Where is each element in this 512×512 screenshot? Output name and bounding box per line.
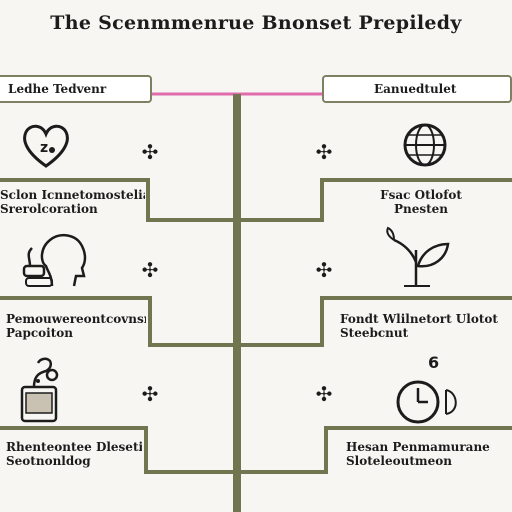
right-header-label: Eanuedtulet xyxy=(374,82,457,96)
plus-icon: ✣ xyxy=(315,382,333,406)
left-header-box: Ledhe Tedvenr xyxy=(0,75,152,103)
left-bracket-2 xyxy=(0,296,237,347)
coffee-maker-icon xyxy=(20,357,59,423)
right-header-box: Eanuedtulet xyxy=(322,75,512,103)
globe-icon xyxy=(403,123,447,167)
left-item-1-label: Sclon Icnnetomosteliagn Srerolcoration xyxy=(0,188,145,216)
right-item-1-label: Fsac Otlofot Pnesten xyxy=(380,188,462,216)
svg-text:6: 6 xyxy=(428,353,439,372)
heart-sleep-icon: z xyxy=(23,124,69,168)
left-bracket-3 xyxy=(0,426,237,474)
plant-sprout-icon xyxy=(386,226,450,287)
plus-icon: ✣ xyxy=(141,140,159,164)
right-item-2-label: Fondt Wlilnetort Ulotot Steebcnut xyxy=(340,312,498,340)
right-bracket-3 xyxy=(237,426,512,474)
plus-icon: ✣ xyxy=(141,382,159,406)
plus-icon: ✣ xyxy=(141,258,159,282)
head-profile-icon xyxy=(22,233,87,287)
right-bracket-2 xyxy=(237,296,512,347)
right-item-3-label: Hesan Penmamurane Sloteleoutmeon xyxy=(346,440,490,468)
plus-icon: ✣ xyxy=(315,258,333,282)
right-bracket-1 xyxy=(237,178,512,222)
svg-text:z: z xyxy=(40,140,48,156)
left-header-label: Ledhe Tedvenr xyxy=(8,82,107,96)
left-item-3-label: Rhenteontee Dlesetinhetteces Seotnonldog xyxy=(6,440,142,468)
clock-icon: 6 xyxy=(396,353,457,424)
left-bracket-1 xyxy=(0,178,237,222)
diagram-title: The Scenmmenrue Bnonset Prepiledy xyxy=(50,12,462,34)
left-item-2-label: Pemouwereontcovnsrte Papcoiton xyxy=(6,312,146,340)
plus-icon: ✣ xyxy=(315,140,333,164)
